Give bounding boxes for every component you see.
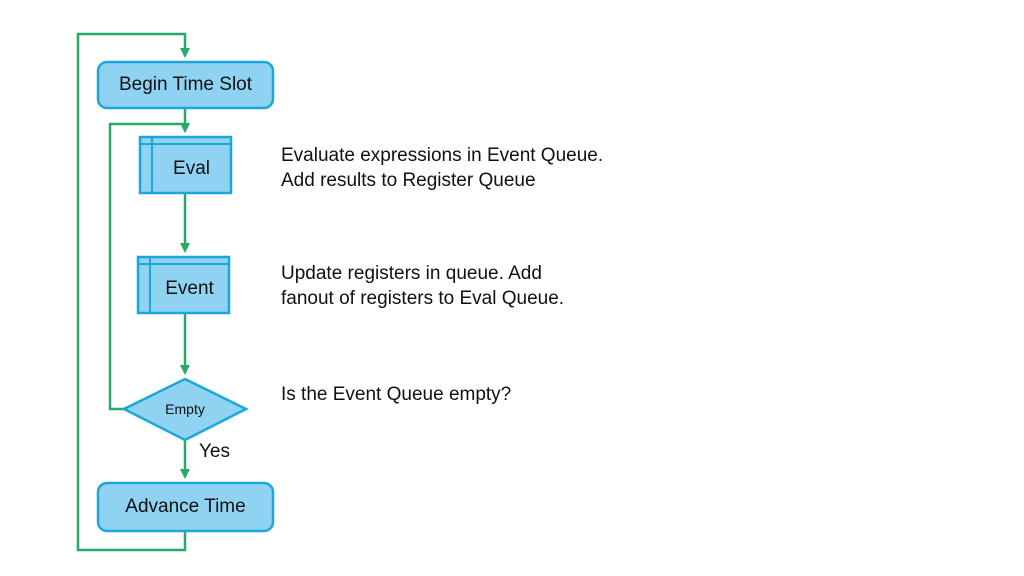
event-note-line-1: Update registers in queue. Add [281, 263, 542, 284]
eval-node [138, 135, 233, 195]
connectors [76, 32, 190, 552]
advance-time-node [96, 481, 275, 533]
event-note: Update registers in queue. Add fanout of… [281, 261, 564, 311]
loop-connector-advance-to-begin [76, 32, 190, 552]
empty-note-line-1: Is the Event Queue empty? [281, 384, 512, 405]
event-note-line-2: fanout of registers to Eval Queue. [281, 288, 565, 309]
loop-connector-empty-to-eval [108, 122, 190, 411]
eval-note: Evaluate expressions in Event Queue. Add… [281, 143, 603, 193]
eval-note-line-2: Add results to Register Queue [281, 170, 536, 191]
nodes [96, 60, 275, 533]
event-node [136, 255, 231, 315]
begin-time-slot-node [96, 60, 275, 110]
eval-note-line-1: Evaluate expressions in Event Queue. [281, 145, 604, 166]
empty-note: Is the Event Queue empty? [281, 382, 511, 407]
yes-edge-label: Yes [199, 441, 230, 462]
empty-decision-node [121, 377, 249, 442]
